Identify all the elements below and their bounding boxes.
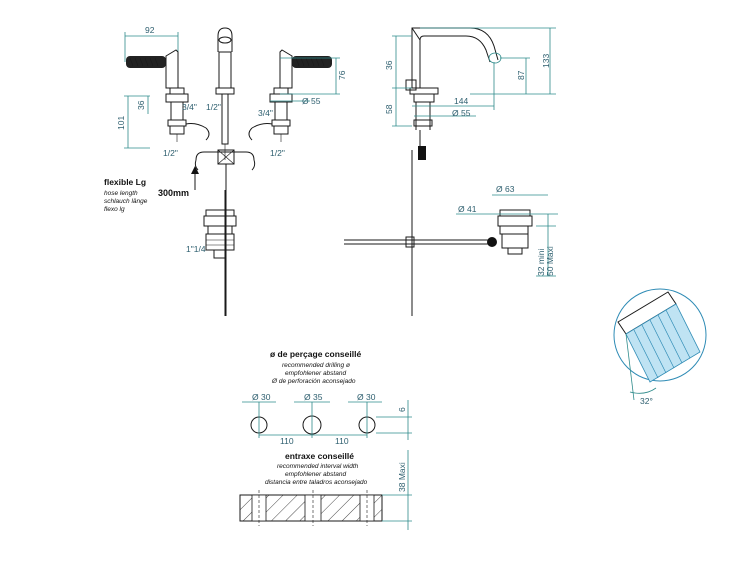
side-dim-55-label: Ø 55 (452, 108, 471, 118)
side-view: 133 87 36 58 144 Ø 55 Ø 63 Ø 41 3 (344, 27, 558, 316)
thread-left-label: 3/4" (182, 102, 197, 112)
flexible-en: hose length (104, 190, 138, 197)
interval-title: entraxe conseillé (285, 451, 354, 461)
dim-55-label: Ø 55 (302, 96, 321, 106)
front-view: 92 101 36 3/4" 1/2" 1/2" (104, 25, 347, 316)
spray-angle-label: 32° (640, 396, 653, 406)
left-lever-handle (126, 56, 166, 68)
dim-144-label: 144 (454, 96, 468, 106)
dim-133-label: 133 (541, 54, 551, 68)
dim-50-label: 50 Maxi (545, 246, 555, 276)
hose-length-value: 300mm (158, 188, 189, 198)
half-inch-left-label: 1/2" (163, 148, 178, 158)
thread-right-label: 3/4" (258, 108, 273, 118)
flexible-de: schlauch länge (104, 198, 148, 205)
max-thickness-label: 38 Maxi (397, 462, 407, 492)
interval-de: empfohlener abstand (285, 471, 346, 478)
dim-63-label: Ø 63 (496, 184, 515, 194)
drilling-de: empfohlener abstand (285, 370, 346, 377)
half-inch-right-label: 1/2" (270, 148, 285, 158)
dim-36-label: 36 (136, 100, 146, 110)
interval-en: recommended interval width (277, 463, 359, 470)
interval-es: distancia entre taladros aconsejado (265, 479, 368, 486)
dim-101-label: 101 (116, 116, 126, 130)
drilling-section: ø de perçage conseillé recommended drill… (242, 349, 412, 446)
dim-32-label: 32 mini (536, 248, 546, 276)
interval-section: entraxe conseillé recommended interval w… (239, 450, 412, 530)
spray-detail: 32° (613, 288, 707, 406)
dim-41-label: Ø 41 (458, 204, 477, 214)
dim-58-label: 58 (384, 104, 394, 114)
drilling-en: recommended drilling ø (282, 362, 350, 369)
spacing-left-label: 110 (280, 436, 294, 446)
spacing-right-label: 110 (335, 436, 349, 446)
hole-left-label: Ø 30 (252, 392, 271, 402)
flexible-es: flexo lg (104, 206, 125, 213)
hole-right-label: Ø 30 (357, 392, 376, 402)
side-dim-36-label: 36 (384, 60, 394, 70)
drilling-es: Ø de perforación aconsejado (271, 378, 356, 385)
dim-92-label: 92 (145, 25, 155, 35)
hole-center-label: Ø 35 (304, 392, 323, 402)
drilling-title: ø de perçage conseillé (270, 349, 361, 359)
offset-label: 6 (397, 407, 407, 412)
waste-thread-label: 1"1/4 (186, 244, 206, 254)
right-lever-handle (292, 56, 332, 68)
flexible-title: flexible Lg (104, 177, 146, 187)
dim-87-label: 87 (516, 70, 526, 80)
half-inch-center-label: 1/2" (206, 102, 221, 112)
dim-76-label: 76 (337, 70, 347, 80)
